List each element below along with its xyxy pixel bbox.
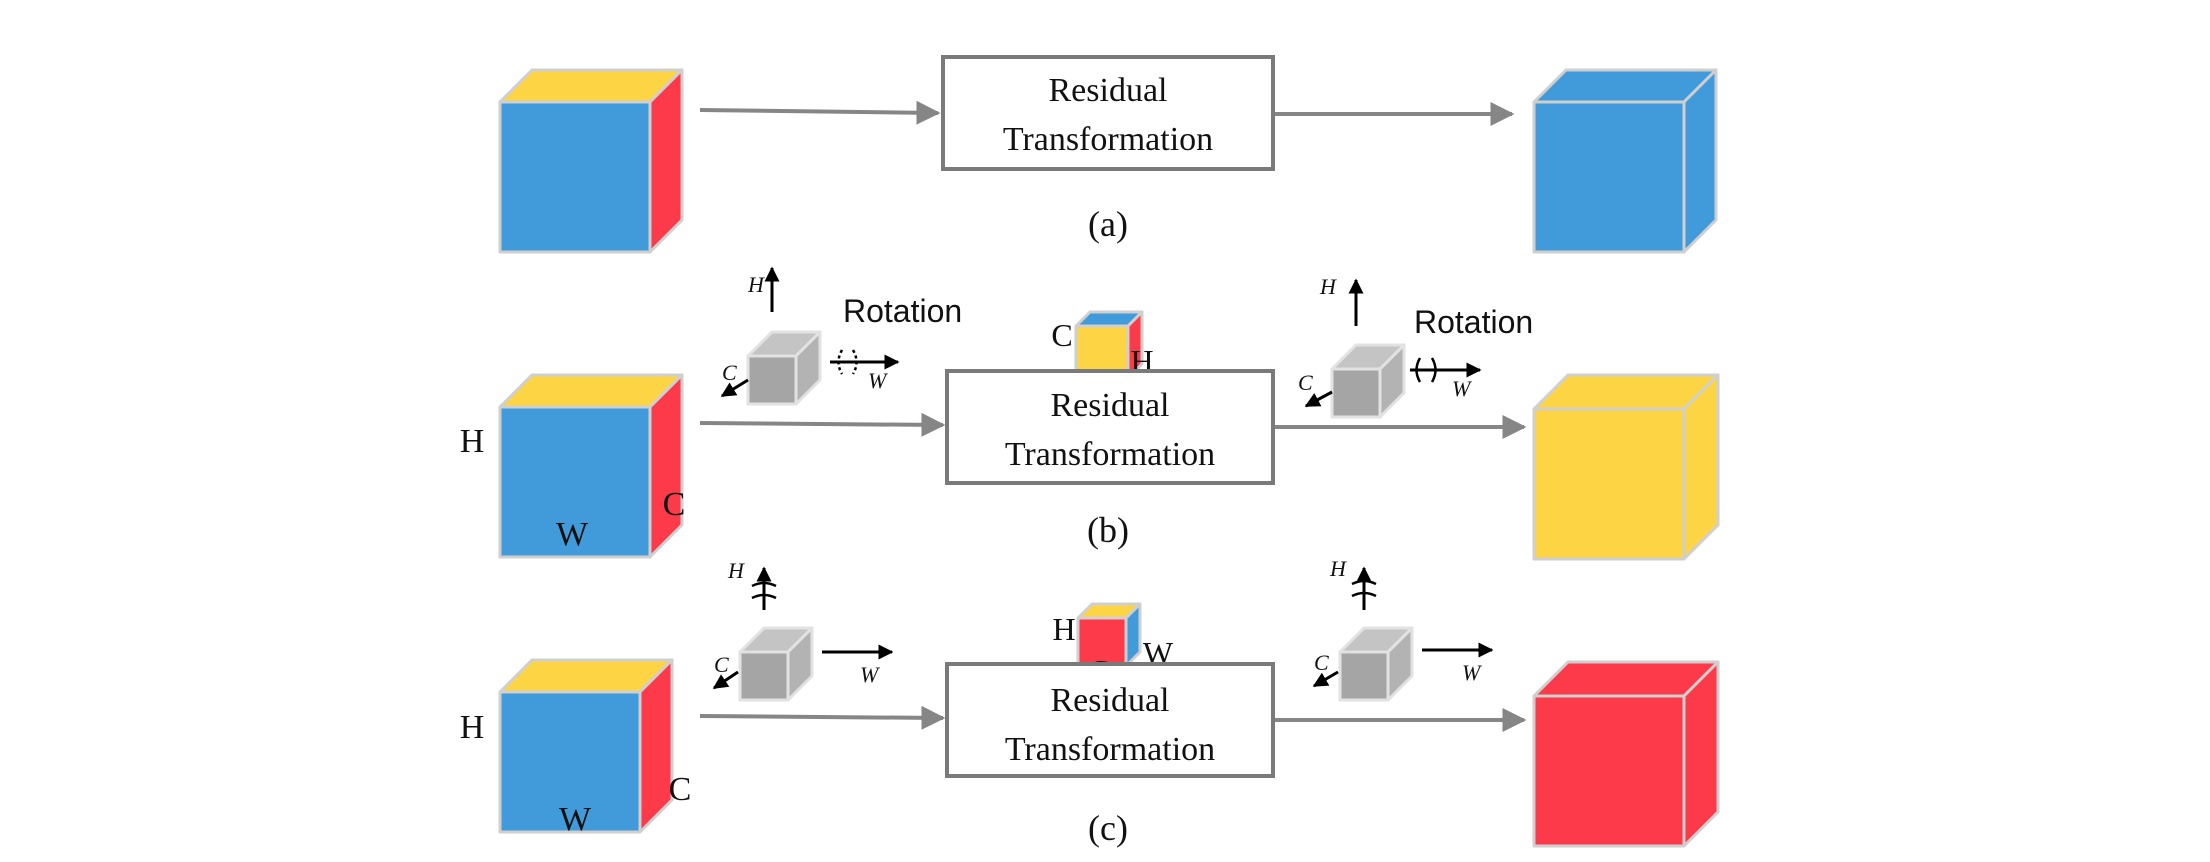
input-cube-b	[498, 373, 684, 559]
caption-b: (b)	[1087, 510, 1129, 550]
row-a: Residual Transformation (a)	[498, 55, 1718, 254]
residual-box-a	[941, 55, 1275, 171]
w-axis-label: W	[860, 662, 880, 687]
cube-side-face	[638, 658, 674, 834]
w-axis-label: W	[1462, 660, 1482, 685]
residual-box-line1-c: Residual	[1051, 682, 1170, 719]
mini-cube-label-left-b: C	[1051, 317, 1072, 353]
output-cube-c	[1532, 660, 1720, 848]
w-axis-label: W	[1452, 376, 1472, 401]
axis-icon-right-c: H C W	[1312, 556, 1494, 702]
cube-side-face	[648, 68, 684, 254]
h-axis-label: H	[1329, 556, 1347, 581]
residual-box-line2-a: Transformation	[1003, 121, 1213, 158]
input-c-label-c: C	[669, 771, 692, 808]
input-h-label-c: H	[460, 709, 485, 746]
w-axis-label: W	[868, 368, 888, 393]
cube-front-face	[498, 690, 642, 834]
cube-front-face	[738, 650, 790, 702]
input-c-label-b: C	[663, 486, 686, 523]
residual-box-line2-c: Transformation	[1005, 731, 1215, 768]
rotation-label-left: Rotation	[843, 293, 962, 329]
cube-side-face	[1682, 373, 1720, 561]
row-b: H W C H C W Rotation C W H Residual	[460, 266, 1720, 561]
rotation-arc-icon	[751, 581, 777, 600]
cube-front-face	[746, 354, 798, 406]
input-w-label-b: W	[556, 516, 589, 553]
c-axis-arrow	[712, 670, 739, 690]
input-cube-a	[498, 68, 684, 254]
c-axis-label: C	[722, 360, 737, 385]
gray-cube-icon	[1338, 626, 1414, 702]
input-cube-c	[498, 658, 674, 834]
rotation-label-right: Rotation	[1414, 304, 1533, 340]
output-cube-a	[1532, 68, 1718, 254]
row-c: H W C H C W H C W Residual Transforma	[460, 556, 1720, 848]
cube-front-face	[1330, 367, 1382, 419]
c-axis-label: C	[714, 652, 729, 677]
cube-front-face	[1532, 694, 1686, 848]
c-axis-label: C	[1314, 650, 1329, 675]
cube-side-face	[1682, 660, 1720, 848]
residual-box-line2-b: Transformation	[1005, 436, 1215, 473]
rotation-icon-right-b: H C W Rotation	[1298, 274, 1533, 419]
h-axis-label: H	[727, 558, 745, 583]
h-axis-label: H	[747, 272, 765, 297]
h-axis-label: H	[1319, 274, 1337, 299]
residual-box-line1-a: Residual	[1049, 72, 1168, 109]
c-axis-arrow	[1304, 390, 1333, 408]
rotation-arc-icon	[1415, 357, 1437, 383]
caption-a: (a)	[1088, 204, 1128, 244]
arrow-in-a	[699, 100, 941, 125]
residual-box-line1-b: Residual	[1051, 387, 1170, 424]
cube-front-face	[1338, 650, 1390, 702]
gray-cube-icon	[738, 626, 814, 702]
cube-front-face	[1532, 407, 1686, 561]
c-axis-arrow	[720, 378, 749, 398]
gray-cube-icon	[1330, 343, 1406, 419]
c-axis-label: C	[1298, 370, 1313, 395]
cube-front-face	[1532, 100, 1686, 254]
cube-side-face	[648, 373, 684, 559]
input-w-label-c: W	[559, 801, 592, 838]
output-cube-b	[1532, 373, 1720, 561]
residual-box-c	[945, 662, 1275, 778]
caption-c: (c)	[1088, 808, 1128, 848]
rotation-arc-icon	[837, 349, 858, 375]
rotation-icon-left-b: H C W Rotation	[720, 266, 962, 406]
mini-cube-c	[1076, 602, 1142, 668]
mini-cube-b	[1074, 310, 1144, 380]
cube-front-face	[498, 100, 652, 254]
residual-box-b	[945, 369, 1275, 485]
arrow-in-c	[699, 705, 946, 730]
input-h-label-b: H	[460, 423, 485, 460]
arrow-in-b	[699, 412, 946, 437]
cube-front-face	[498, 405, 652, 559]
axis-icon-left-c: H C W	[712, 558, 894, 702]
mini-cube-label-left-c: H	[1052, 611, 1075, 647]
gray-cube-icon	[746, 330, 822, 406]
cube-side-face	[1682, 68, 1718, 254]
c-axis-arrow	[1312, 670, 1339, 688]
rotation-arc-icon	[1351, 579, 1377, 598]
